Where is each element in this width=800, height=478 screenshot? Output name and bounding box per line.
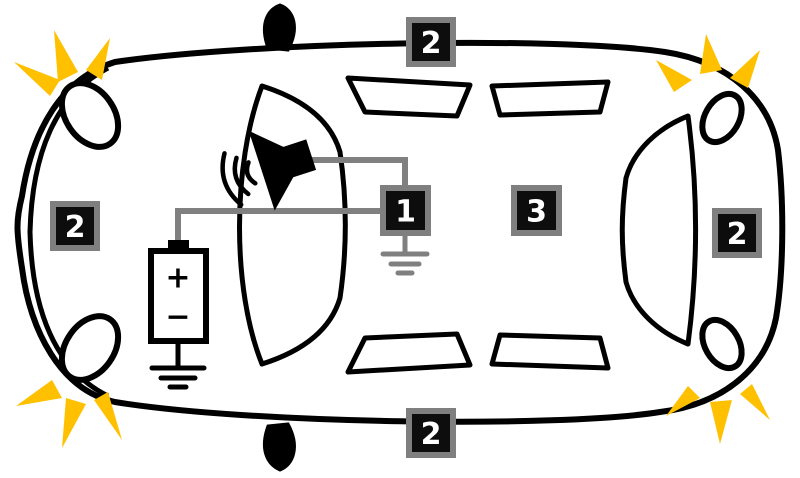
window-bottom-right [489,332,611,371]
side-mirror-top-icon [263,3,296,52]
ground-unit1-icon [380,230,430,276]
label-2-right: 2 [712,208,762,258]
wires [175,157,408,248]
label-2-bottom-text: 2 [421,417,442,452]
label-1-text: 1 [395,195,416,230]
label-3-unit: 3 [511,185,562,236]
battery-negative-label: − [165,300,190,335]
label-2-bottom: 2 [406,408,456,458]
label-2-top-text: 2 [421,26,442,61]
label-2-left-text: 2 [65,210,86,245]
headlight-top-left-icon [58,80,122,150]
label-1-siren-unit: 1 [380,185,431,236]
rear-window [619,113,698,347]
corner-lights [58,80,745,383]
speaker-icon [220,130,317,211]
label-2-left: 2 [50,201,100,251]
taillight-bottom-right-icon [699,316,745,372]
label-boxes: 1 3 2 2 2 2 [50,17,762,458]
flash-top-left-icon [14,30,110,96]
flash-bottom-right-icon [666,384,770,444]
speaker-body [248,130,317,211]
battery-positive-label: + [165,261,190,296]
windshield [237,83,348,367]
side-mirror-bottom-icon [263,422,296,472]
window-top-right [489,79,611,118]
taillight-top-right-icon [699,90,745,146]
window-top-left [345,75,473,119]
wire-battery-to-unit1 [175,208,383,248]
ground-battery-icon [149,341,207,390]
label-2-right-text: 2 [727,217,748,252]
flash-top-right-icon [656,34,760,92]
wire-speaker-to-unit1 [308,157,408,188]
label-3-text: 3 [526,195,547,230]
label-2-top: 2 [406,17,456,67]
battery-icon: + − [148,240,209,344]
window-bottom-left [345,331,473,375]
sound-waves-icon [220,151,258,207]
flash-bottom-left-icon [16,380,122,448]
headlight-bottom-left-icon [58,313,122,383]
